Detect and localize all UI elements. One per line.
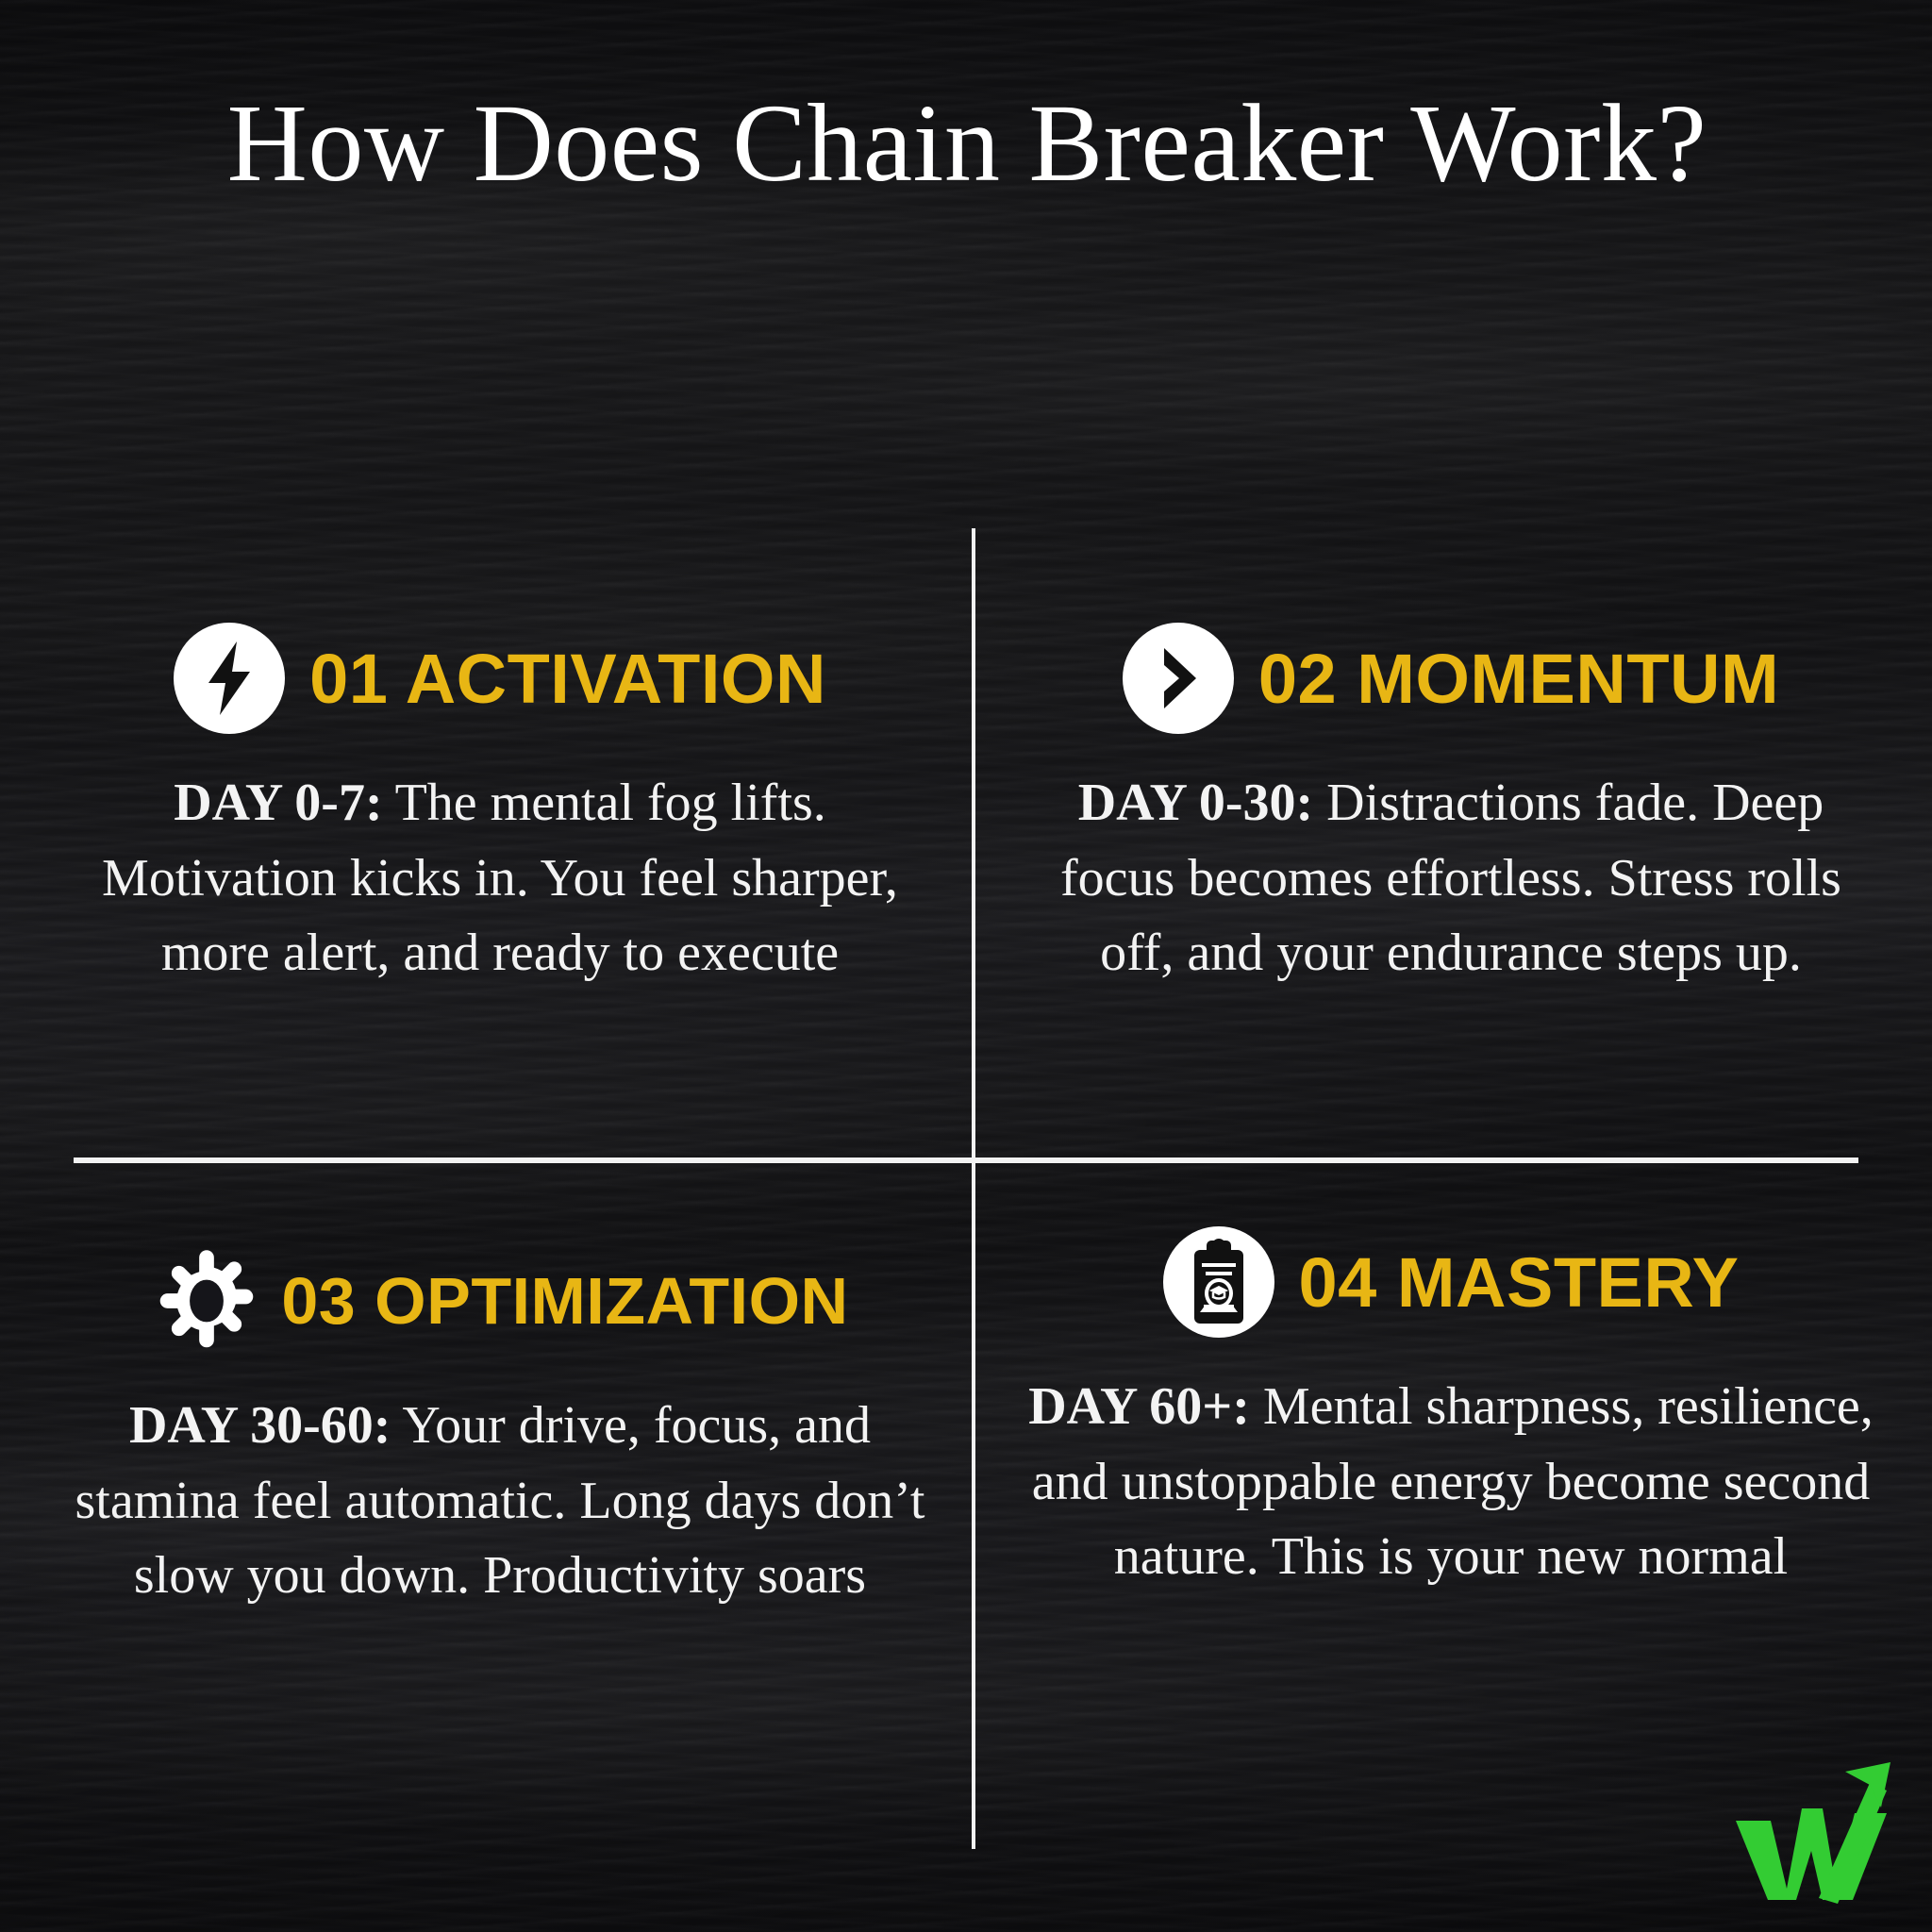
- step-card-mastery: 04 MASTERY DAY 60+: Mental sharpness, re…: [989, 1226, 1913, 1830]
- step-card-optimization: 03 OPTIMIZATION DAY 30-60: Your drive, f…: [38, 1245, 962, 1830]
- step-body-text-optimization: Your drive, focus, and stamina feel auto…: [75, 1396, 925, 1606]
- w-growth-arrow-logo: [1728, 1757, 1898, 1917]
- step-heading-mastery: 04 MASTERY: [1298, 1242, 1740, 1322]
- step-day-label-optimization: DAY 30-60:: [128, 1396, 391, 1455]
- certificate-clipboard-icon: [1162, 1226, 1274, 1338]
- step-body-text-activation: The mental fog lifts. Motivation kicks i…: [102, 774, 898, 983]
- page-title: How Does Chain Breaker Work?: [226, 81, 1707, 205]
- step-heading-activation: 01 ACTIVATION: [309, 639, 826, 718]
- step-body-text-momentum: Distractions fade. Deep focus becomes ef…: [1060, 774, 1841, 983]
- step-header: 03 OPTIMIZATION: [38, 1245, 962, 1357]
- lightning-bolt-icon: [174, 623, 286, 734]
- horizontal-divider: [74, 1158, 1858, 1163]
- chevron-right-icon: [1122, 623, 1234, 734]
- step-body-momentum: DAY 0-30: Distractions fade. Deep focus …: [989, 766, 1913, 991]
- step-body-text-mastery: Mental sharpness, resilience, and unstop…: [1031, 1377, 1874, 1587]
- step-day-label-momentum: DAY 0-30:: [1077, 774, 1314, 832]
- step-header: 02 MOMENTUM: [989, 623, 1913, 734]
- step-card-activation: 01 ACTIVATION DAY 0-7: The mental fog li…: [38, 623, 962, 1132]
- step-heading-optimization: 03 OPTIMIZATION: [281, 1264, 849, 1338]
- step-heading-momentum: 02 MOMENTUM: [1257, 639, 1780, 718]
- step-day-label-activation: DAY 0-7:: [174, 774, 383, 832]
- step-header: 04 MASTERY: [989, 1226, 1913, 1338]
- step-card-momentum: 02 MOMENTUM DAY 0-30: Distractions fade.…: [989, 623, 1913, 1132]
- step-body-optimization: DAY 30-60: Your drive, focus, and stamin…: [38, 1389, 962, 1614]
- step-day-label-mastery: DAY 60+:: [1028, 1377, 1250, 1436]
- step-header: 01 ACTIVATION: [38, 623, 962, 734]
- step-body-activation: DAY 0-7: The mental fog lifts. Motivatio…: [38, 766, 962, 991]
- step-body-mastery: DAY 60+: Mental sharpness, resilience, a…: [989, 1370, 1913, 1595]
- vertical-divider: [972, 528, 975, 1849]
- gear-icon: [151, 1245, 262, 1357]
